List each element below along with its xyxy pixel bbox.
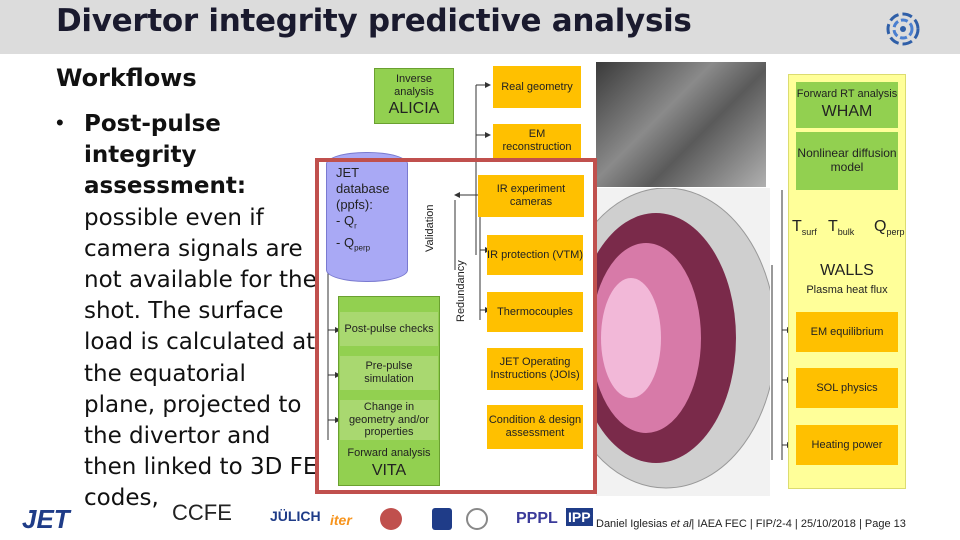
footer-author: Daniel Iglesias	[596, 518, 668, 530]
seal-logo-icon	[466, 508, 488, 530]
bullet-bold: Post-pulse integrity assessment:	[84, 111, 247, 200]
jet-db-line4: - Q	[336, 213, 355, 228]
jet-db-line1: JET	[336, 165, 360, 180]
jet-logo: JET	[22, 504, 70, 534]
thermocouples-box: Thermocouples	[487, 292, 583, 332]
nonlinear-label: Nonlinear diffusion model	[797, 146, 897, 174]
pppl-logo: PPPL	[516, 510, 558, 527]
wham-box: Forward RT analysis WHAM	[796, 82, 898, 128]
real-geometry-box: Real geometry	[493, 66, 581, 108]
post-pulse-label: Post-pulse checks	[344, 322, 434, 335]
em-equilibrium-label: EM equilibrium	[810, 325, 884, 338]
crest-logo-icon	[432, 508, 452, 530]
jet-db-line5: - Q	[336, 234, 355, 250]
em-reconstruction-label: EM reconstruction	[502, 128, 572, 153]
iter-logo: iter	[330, 512, 352, 528]
footer-et-al: et al	[670, 518, 692, 530]
ir-cameras-label: IR experiment cameras	[496, 183, 566, 208]
alicia-label: ALICIA	[388, 100, 440, 118]
em-equilibrium-box: EM equilibrium	[796, 312, 898, 352]
university-logo-icon	[380, 508, 402, 530]
inverse-analysis-label: Inverse analysis	[394, 73, 434, 98]
real-geometry-label: Real geometry	[501, 80, 573, 93]
jet-database-cylinder	[326, 152, 408, 282]
vessel-interior-photo	[596, 62, 766, 187]
ir-protection-box: IR protection (VTM)	[487, 235, 583, 275]
forward-analysis-box: Forward analysis VITA	[340, 444, 438, 484]
page-title: Divertor integrity predictive analysis	[56, 3, 692, 39]
highlight-frame	[315, 158, 597, 494]
wham-label: WHAM	[821, 103, 873, 121]
section-subtitle: Workflows	[56, 64, 197, 92]
vita-label: VITA	[371, 462, 407, 480]
bullet-body: possible even if camera signals are not …	[84, 204, 318, 512]
footer-citation: Daniel Iglesias et al| IAEA FEC | FIP/2-…	[596, 518, 906, 530]
vessel-cutaway-image	[555, 187, 777, 496]
forward-rt-label: Forward RT analysis	[796, 88, 898, 101]
pre-pulse-box: Pre-pulse simulation	[340, 356, 438, 390]
thermocouples-label: Thermocouples	[497, 305, 573, 318]
organization-logo-icon	[886, 12, 920, 46]
forward-analysis-label: Forward analysis	[347, 447, 431, 460]
nonlinear-box: Nonlinear diffusion model	[796, 132, 898, 190]
t-bulk-sub: bulk	[837, 227, 855, 238]
ipp-logo: IPP	[566, 508, 593, 526]
t-surf-sub: surf	[801, 227, 817, 238]
pre-pulse-label: Pre-pulse simulation	[364, 360, 414, 385]
t-surf-text: Tsurf	[792, 218, 817, 237]
heating-power-box: Heating power	[796, 425, 898, 465]
ir-protection-label: IR protection (VTM)	[487, 248, 583, 261]
jet-db-line3: (ppfs):	[336, 197, 373, 212]
jet-db-line2: database	[336, 181, 390, 196]
alicia-box: Inverse analysis ALICIA	[374, 68, 454, 124]
footer-citation-text: | IAEA FEC | FIP/2-4 | 25/10/2018 | Page…	[691, 518, 906, 530]
change-geometry-box: Change in geometry and/or properties	[340, 400, 438, 440]
ir-cameras-box: IR experiment cameras	[478, 175, 584, 217]
post-pulse-box: Post-pulse checks	[340, 312, 438, 346]
plasma-heat-flux-label: Plasma heat flux	[806, 284, 888, 296]
title-bar	[0, 0, 960, 54]
q-perp-label: Q	[874, 218, 887, 235]
walls-label: WALLS	[820, 262, 874, 279]
jet-database-text: JET database (ppfs): - Qr - Qperp	[336, 165, 390, 256]
julich-logo: JÜLICH	[270, 508, 321, 524]
q-perp-sub: perp	[886, 227, 905, 238]
em-reconstruction-box: EM reconstruction	[493, 124, 581, 158]
t-bulk-label: T	[828, 218, 838, 235]
joi-label: JET Operating Instructions (JOIs)	[490, 356, 580, 381]
bullet-text: Post-pulse integrity assessment: possibl…	[84, 109, 324, 515]
bullet-marker: •	[56, 110, 64, 135]
condition-box: Condition & design assessment	[487, 405, 583, 449]
q-perp-text: Qperp	[874, 218, 904, 237]
joi-box: JET Operating Instructions (JOIs)	[487, 348, 583, 390]
t-bulk-text: Tbulk	[828, 218, 854, 237]
heating-power-label: Heating power	[811, 438, 883, 451]
ccfe-logo: CCFE	[172, 500, 232, 525]
condition-label: Condition & design assessment	[488, 414, 582, 439]
t-surf-label: T	[792, 218, 802, 235]
change-geometry-label: Change in geometry and/or properties	[348, 401, 430, 439]
sol-physics-box: SOL physics	[796, 368, 898, 408]
sol-physics-label: SOL physics	[816, 381, 878, 394]
jet-db-sub2: perp	[354, 243, 371, 253]
jet-db-sub1: r	[354, 221, 357, 231]
